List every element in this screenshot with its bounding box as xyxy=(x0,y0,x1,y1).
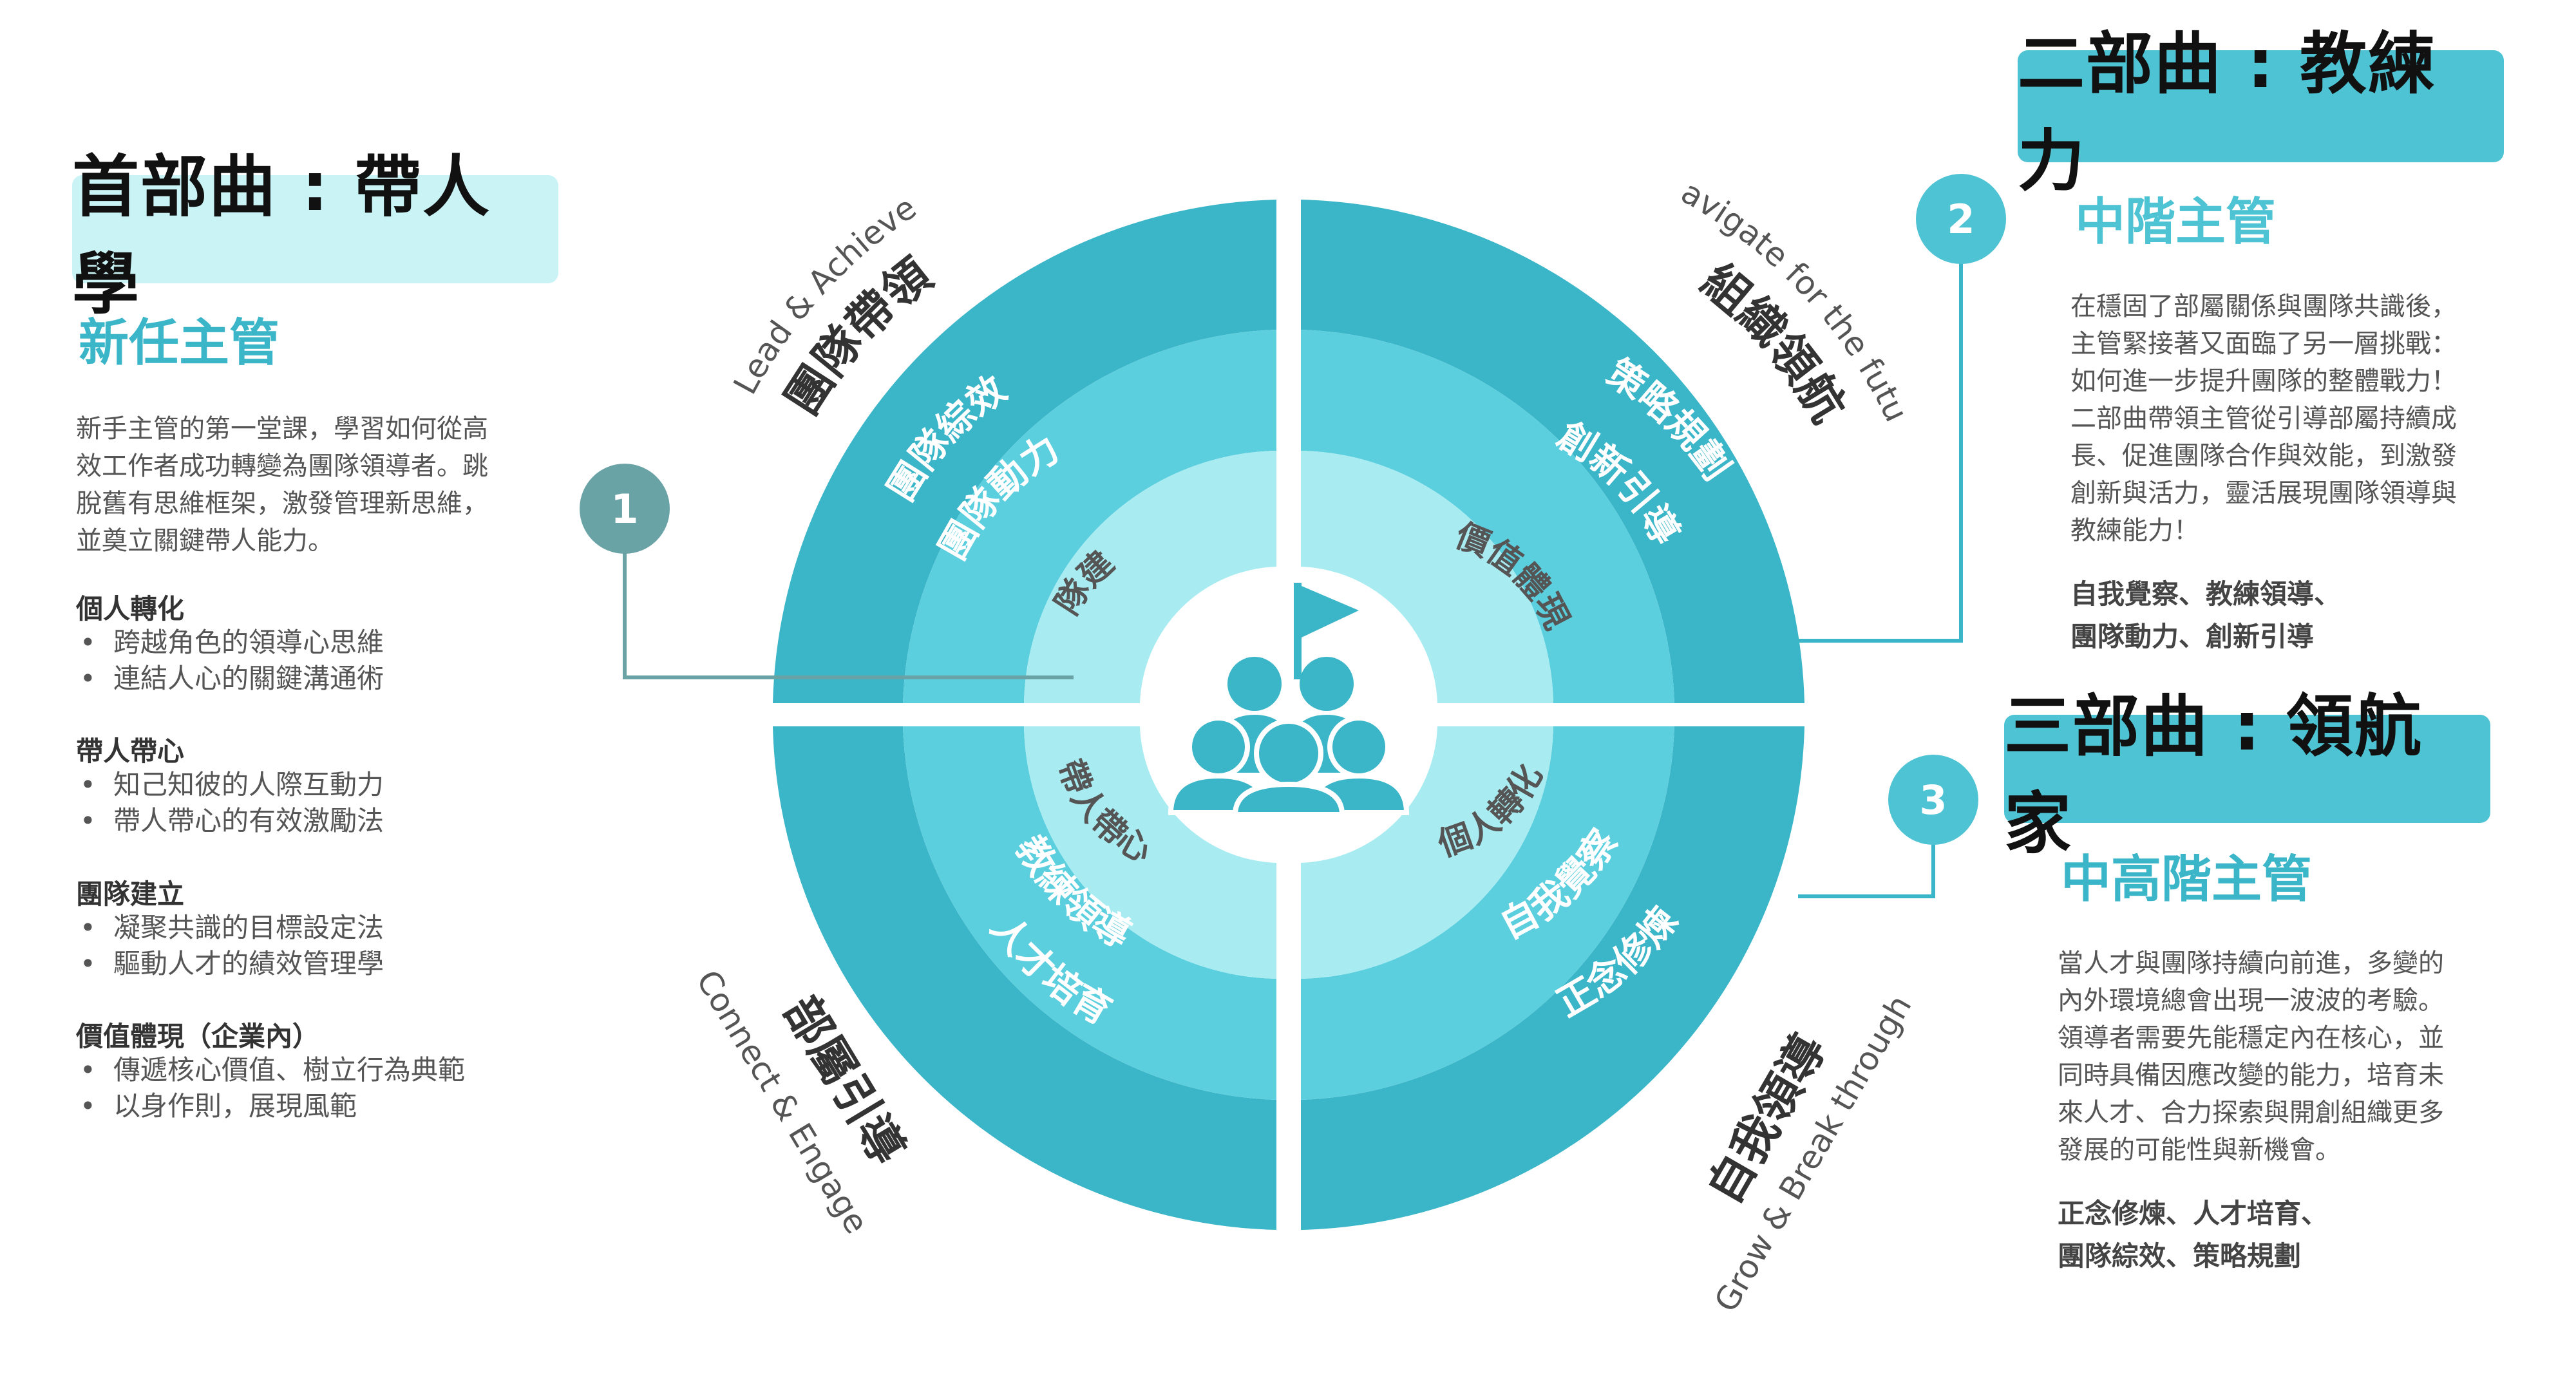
segment-br-outer xyxy=(1301,726,1804,1230)
part1-group-heading: 帶人帶心 xyxy=(76,735,185,767)
part2-line: 創新與活力，靈活展現團隊領導與 xyxy=(2070,478,2457,508)
segment-br-middle xyxy=(1301,726,1674,1100)
part3-title: 三部曲 : 領航家 xyxy=(2004,687,2423,863)
segment-tr-middle xyxy=(1301,330,1674,703)
part3-title-box: 三部曲 : 領航家 xyxy=(2004,687,2490,863)
part2-line: 主管緊接著又面臨了另一層挑戰： xyxy=(2070,329,2457,359)
part3-line: 領導者需要先能穩定內在核心，並 xyxy=(2058,1023,2444,1053)
part2-title-box: 二部曲 : 教練力 xyxy=(2018,24,2504,200)
part1-group-list: 跨越角色的領導心思維 連結人心的關鍵溝通術 xyxy=(76,625,384,697)
part2-line: 如何進一步提升團隊的整體戰力！ xyxy=(2070,366,2457,396)
part1-line: 並奠立關鍵帶人能力。 xyxy=(76,526,334,556)
part3-keywords: 正念修煉、人才培育、 團隊綜效、策略規劃 xyxy=(2058,1193,2328,1278)
connector-lines xyxy=(623,258,1963,898)
part1-group-heading: 個人轉化 xyxy=(76,593,185,625)
ring-segments xyxy=(766,193,1813,1236)
part2-description: 在穩固了部屬關係與團隊共識後， 主管緊接著又面臨了另一層挑戰： 如何進一步提升團… xyxy=(2070,288,2560,549)
part2-line: 二部曲帶領主管從引導部屬持續成 xyxy=(2070,404,2457,433)
list-item: 傳遞核心價值、樹立行為典範 xyxy=(76,1052,465,1088)
part3-keyword-line: 團隊綜效、策略規劃 xyxy=(2058,1240,2302,1272)
part1-group-list: 凝聚共識的目標設定法 驅動人才的績效管理學 xyxy=(76,910,384,982)
segment-tr-outer xyxy=(1301,200,1804,703)
part1-group-heading: 團隊建立 xyxy=(76,878,185,910)
part3-level: 中高階主管 xyxy=(2061,851,2313,909)
team-flag-icon xyxy=(1168,583,1410,817)
step-number-3: 3 xyxy=(1919,777,1947,824)
part3-line: 內外環境總會出現一波波的考驗。 xyxy=(2058,986,2444,1015)
step-number-2: 2 xyxy=(1947,196,1975,243)
segment-tr-inner xyxy=(1301,451,1553,703)
part2-keyword-line: 自我覺察、教練領導、 xyxy=(2070,578,2342,610)
part2-title: 二部曲 : 教練力 xyxy=(2018,24,2437,200)
part1-level: 新任主管 xyxy=(79,314,280,372)
part2-line: 在穩固了部屬關係與團隊共識後， xyxy=(2070,292,2457,321)
part1-group-list: 知己知彼的人際互動力 帶人帶心的有效激勵法 xyxy=(76,767,384,839)
segment-bl-middle xyxy=(903,726,1276,1100)
part1-line: 新手主管的第一堂課，學習如何從高 xyxy=(76,414,488,444)
connector-2 xyxy=(1797,258,1963,643)
segment-tl-inner xyxy=(1024,451,1276,703)
list-item: 以身作則，展現風範 xyxy=(76,1088,465,1124)
part1-group-list: 傳遞核心價值、樹立行為典範 以身作則，展現風範 xyxy=(76,1052,465,1124)
tr-main-label: 組織領航 xyxy=(1691,253,1855,431)
step-markers: 1 2 3 xyxy=(580,174,2006,845)
list-item: 帶人帶心的有效激勵法 xyxy=(76,803,384,839)
part2-keywords: 自我覺察、教練領導、 團隊動力、創新引導 xyxy=(2070,573,2341,658)
part3-line: 發展的可能性與新機會。 xyxy=(2058,1135,2341,1165)
step-marker-3 xyxy=(1888,755,1978,845)
part3-line: 當人才與團隊持續向前進，多變的 xyxy=(2058,949,2444,978)
step-marker-2 xyxy=(1916,174,2006,264)
part1-line: 效工作者成功轉變為團隊領導者。跳 xyxy=(76,451,488,481)
part1-title: 首部曲 : 帶人學 xyxy=(72,147,491,323)
part1-description: 新手主管的第一堂課，學習如何從高 效工作者成功轉變為團隊領導者。跳 脫舊有思維框… xyxy=(76,410,578,560)
segment-br-inner xyxy=(1301,726,1553,979)
part3-keyword-line: 正念修煉、人才培育、 xyxy=(2058,1198,2329,1229)
part1-line: 脫舊有思維框架，激發管理新思維， xyxy=(76,489,488,518)
part2-line: 長、促進團隊合作與效能，到激發 xyxy=(2070,441,2457,471)
step-number-1: 1 xyxy=(611,486,638,533)
segment-tl-middle xyxy=(903,330,1276,703)
list-item: 驅動人才的績效管理學 xyxy=(76,946,384,982)
part3-line: 同時具備因應改變的能力，培育未 xyxy=(2058,1061,2444,1090)
list-item: 跨越角色的領導心思維 xyxy=(76,625,384,661)
connector-1 xyxy=(623,534,1074,679)
segment-bl-outer xyxy=(773,726,1276,1230)
part2-level: 中階主管 xyxy=(2075,193,2277,251)
list-item: 凝聚共識的目標設定法 xyxy=(76,910,384,946)
step-marker-1 xyxy=(580,464,670,554)
part3-line: 來人才、合力探索與開創組織更多 xyxy=(2058,1098,2444,1128)
part2-keyword-line: 團隊動力、創新引導 xyxy=(2070,621,2315,652)
part2-line: 教練能力！ xyxy=(2070,516,2199,545)
part1-group-heading: 價值體現（企業內） xyxy=(76,1021,320,1052)
list-item: 連結人心的關鍵溝通術 xyxy=(76,661,384,697)
connector-3 xyxy=(1798,831,1935,898)
part3-description: 當人才與團隊持續向前進，多變的 內外環境總會出現一波波的考驗。 領導者需要先能穩… xyxy=(2058,945,2547,1169)
list-item: 知己知彼的人際互動力 xyxy=(76,767,384,803)
segment-bl-inner xyxy=(1024,726,1276,979)
part1-title-box: 首部曲 : 帶人學 xyxy=(72,147,558,323)
segment-tl-outer xyxy=(773,200,1276,703)
